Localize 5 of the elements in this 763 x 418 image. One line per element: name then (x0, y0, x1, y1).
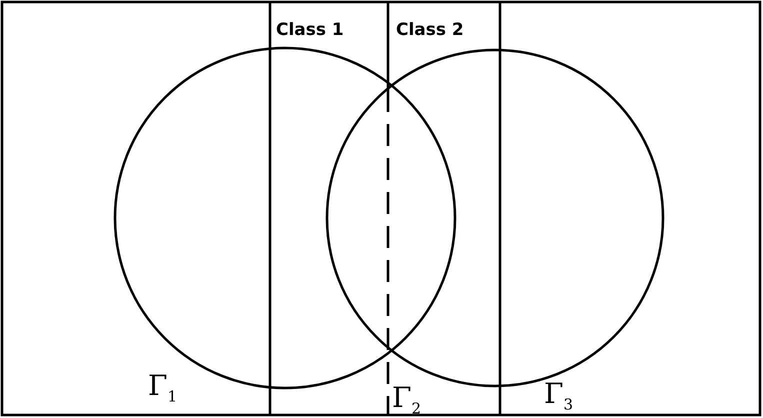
region-label: Γ$_{2}$ (392, 384, 421, 417)
class-label: Class 1 (276, 22, 344, 39)
class-label: Class 2 (396, 22, 464, 39)
region-label: Γ$_{3}$ (544, 380, 573, 413)
region-label: Γ$_{1}$ (148, 372, 177, 405)
